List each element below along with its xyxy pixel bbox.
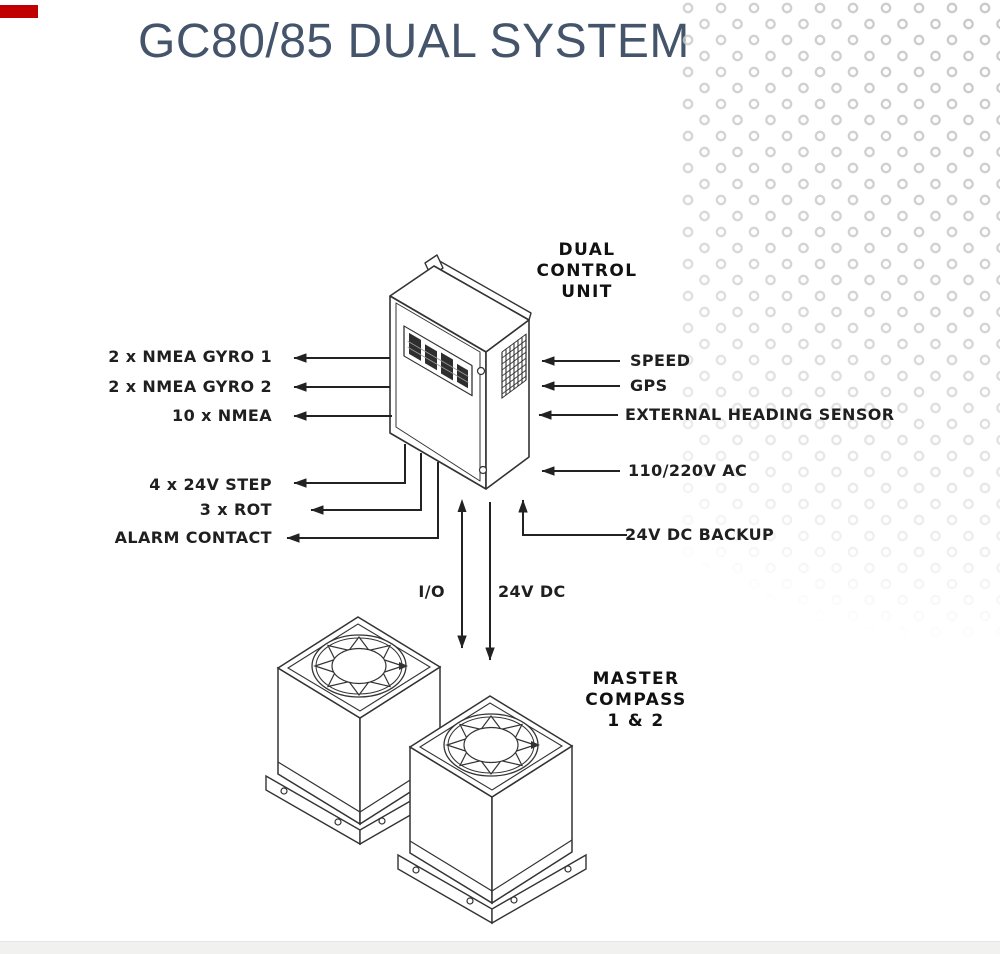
label-nmea-gyro-2: 2 x NMEA GYRO 2 <box>108 377 272 396</box>
label-10x-nmea: 10 x NMEA <box>172 406 272 425</box>
label-external-heading-sensor: EXTERNAL HEADING SENSOR <box>625 405 895 424</box>
label-speed: SPEED <box>630 351 691 370</box>
label-nmea-gyro-1: 2 x NMEA GYRO 1 <box>108 347 272 366</box>
control-unit-label: DUAL CONTROL UNIT <box>536 240 638 302</box>
label-io-bus: I/O <box>418 582 445 601</box>
page-title: GC80/85 DUAL SYSTEM <box>138 15 690 68</box>
label-alarm-contact: ALARM CONTACT <box>114 528 272 547</box>
label-24v-dc-backup: 24V DC BACKUP <box>625 525 775 544</box>
label-3x-rot: 3 x ROT <box>199 500 272 519</box>
label-24v-dc-bus: 24V DC <box>498 582 566 601</box>
footer-bar <box>0 941 1000 954</box>
master-compass-label: MASTER COMPASS 1 & 2 <box>585 669 687 731</box>
label-gps: GPS <box>630 376 668 395</box>
label-110-220v-ac: 110/220V AC <box>628 461 748 480</box>
corner-accent-mark <box>0 5 38 18</box>
label-24v-step: 4 x 24V STEP <box>149 475 272 494</box>
io-up-arrowhead <box>457 499 467 512</box>
connection-arrows <box>286 353 627 661</box>
vent-grid <box>501 333 527 399</box>
dot-pattern-decoration <box>680 0 1000 660</box>
